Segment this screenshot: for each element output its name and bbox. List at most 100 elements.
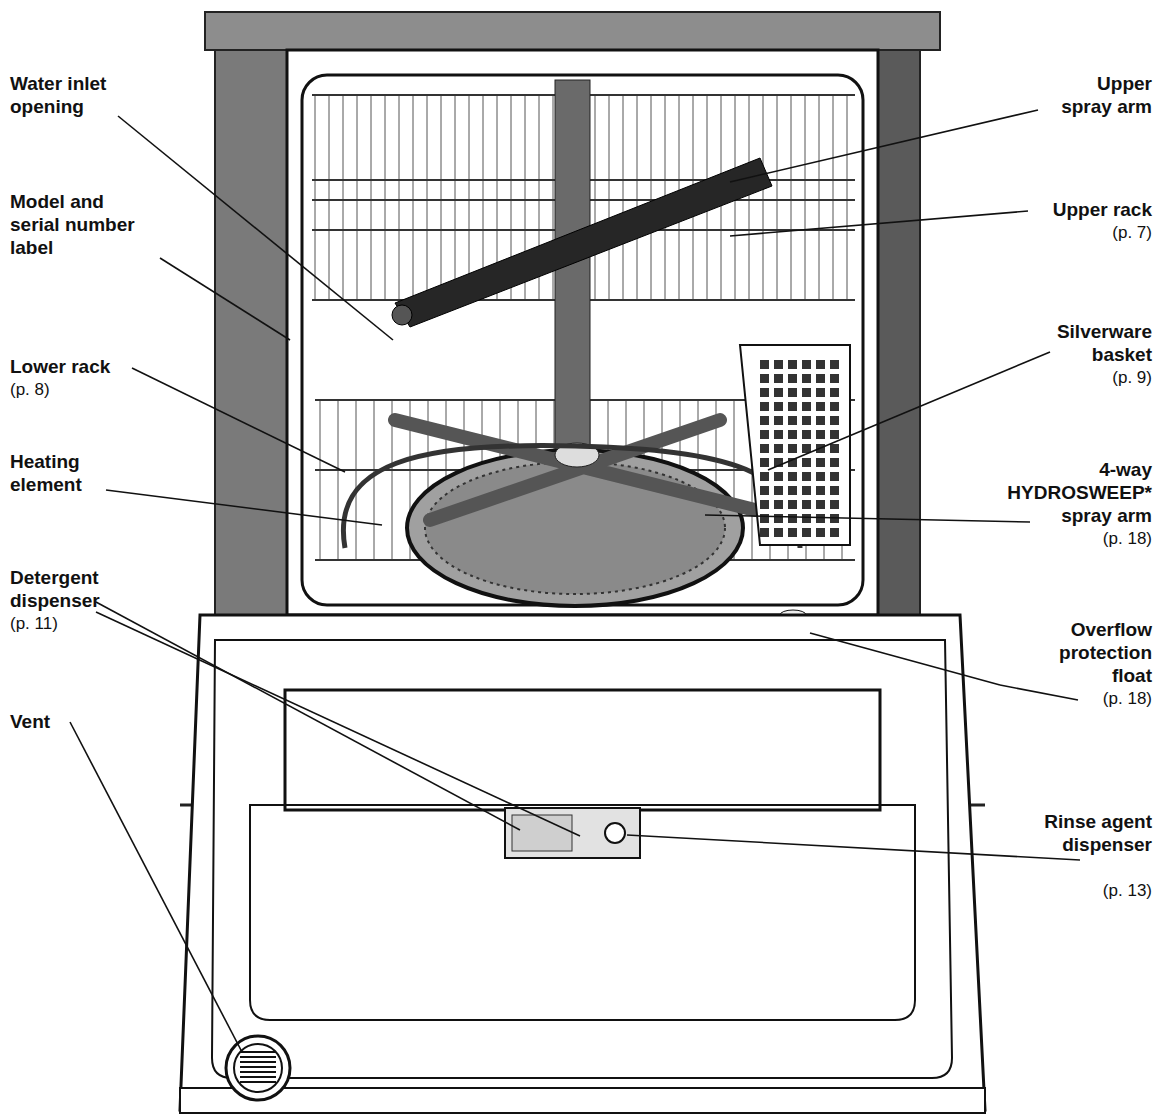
basket-slot (802, 444, 811, 453)
leader-line (118, 116, 393, 340)
lower-spray-arm (395, 420, 755, 520)
basket-slot (788, 472, 797, 481)
basket-slot (802, 528, 811, 537)
basket-slot (830, 444, 839, 453)
rack-wire (315, 95, 316, 300)
part-label: Vent (10, 710, 50, 733)
page-reference: (p. 13) (1103, 879, 1152, 902)
basket-slot (760, 388, 769, 397)
rack-wire (343, 95, 344, 300)
basket-slot (830, 374, 839, 383)
rack-wire (427, 95, 428, 300)
basket-slot (816, 388, 825, 397)
leader-line (96, 602, 520, 830)
kick-plate (180, 1088, 985, 1113)
basket-slot (816, 458, 825, 467)
rack-wire (763, 95, 764, 300)
rack-wire (637, 95, 638, 300)
leader-line (160, 258, 290, 340)
basket-slot (816, 472, 825, 481)
leader-lines (70, 110, 1080, 1052)
leader-line (705, 515, 1030, 522)
door-recess (285, 690, 880, 810)
rack-wire (777, 95, 778, 300)
heating-element (343, 446, 800, 548)
basket-slot (788, 388, 797, 397)
basket-slot (830, 472, 839, 481)
rack-wire (623, 95, 624, 300)
basket-slot (802, 500, 811, 509)
page-reference: (p. 7) (1112, 221, 1152, 244)
countertop (205, 12, 940, 50)
basket-grid (760, 360, 839, 537)
basket-slot (802, 374, 811, 383)
rack-wire (356, 400, 357, 560)
leader-line (106, 490, 382, 525)
filter-screen-inner (425, 462, 725, 594)
basket-slot (788, 416, 797, 425)
basket-slot (760, 514, 769, 523)
water-inlet (392, 305, 412, 325)
part-label: Silverware basket (1032, 320, 1152, 366)
basket-slot (774, 514, 783, 523)
basket-slot (774, 402, 783, 411)
rack-wire (469, 95, 470, 300)
part-label: Rinse agent dispenser (1044, 810, 1152, 856)
basket-slot (830, 388, 839, 397)
basket-slot (830, 500, 839, 509)
rack-wire (651, 95, 652, 300)
basket-slot (830, 486, 839, 495)
vent-slat (240, 1061, 276, 1063)
basket-slot (788, 430, 797, 439)
vent-slat (240, 1076, 276, 1078)
page-reference: (p. 8) (10, 378, 50, 401)
basket-slot (774, 472, 783, 481)
basket-slot (760, 472, 769, 481)
leader-line (730, 211, 1028, 236)
basket-slot (788, 360, 797, 369)
spray-tube (555, 80, 590, 460)
page-reference: (p. 9) (1112, 366, 1152, 389)
basket-slot (774, 500, 783, 509)
basket-slot (760, 416, 769, 425)
basket-slot (830, 430, 839, 439)
rack-wire (371, 95, 372, 300)
vent-slat (240, 1071, 276, 1073)
basket-slot (774, 388, 783, 397)
basket-slot (760, 430, 769, 439)
vent-slat (240, 1066, 276, 1068)
basket-slot (774, 374, 783, 383)
basket-slot (802, 416, 811, 425)
door-panel (250, 805, 915, 1020)
rack-wire (805, 95, 806, 300)
rack-wire (320, 400, 321, 560)
basket-slot (788, 528, 797, 537)
rack-wire (609, 95, 610, 300)
rack-wire (595, 95, 596, 300)
rack-wire (357, 95, 358, 300)
basket-slot (816, 514, 825, 523)
leader-line (730, 110, 1038, 182)
rinse-aid-cap (605, 823, 625, 843)
rack-wire (833, 95, 834, 300)
leader-line (768, 352, 1050, 470)
basket-slot (774, 486, 783, 495)
basket-slot (830, 360, 839, 369)
basket-slot (830, 458, 839, 467)
basket-slot (802, 486, 811, 495)
basket-slot (816, 528, 825, 537)
leader-line (627, 835, 1080, 860)
part-label: 4-way HYDROSWEEP* spray arm (1002, 458, 1152, 527)
rack-wire (441, 95, 442, 300)
door-outer (180, 615, 985, 1110)
tub-frame (287, 50, 878, 615)
basket-slot (788, 514, 797, 523)
part-label: Upper rack (1053, 198, 1152, 221)
basket-slot (760, 458, 769, 467)
basket-slot (788, 374, 797, 383)
leader-line (70, 722, 242, 1052)
basket-slot (816, 430, 825, 439)
basket-slot (816, 416, 825, 425)
vent (226, 1036, 290, 1100)
basket-slot (816, 374, 825, 383)
